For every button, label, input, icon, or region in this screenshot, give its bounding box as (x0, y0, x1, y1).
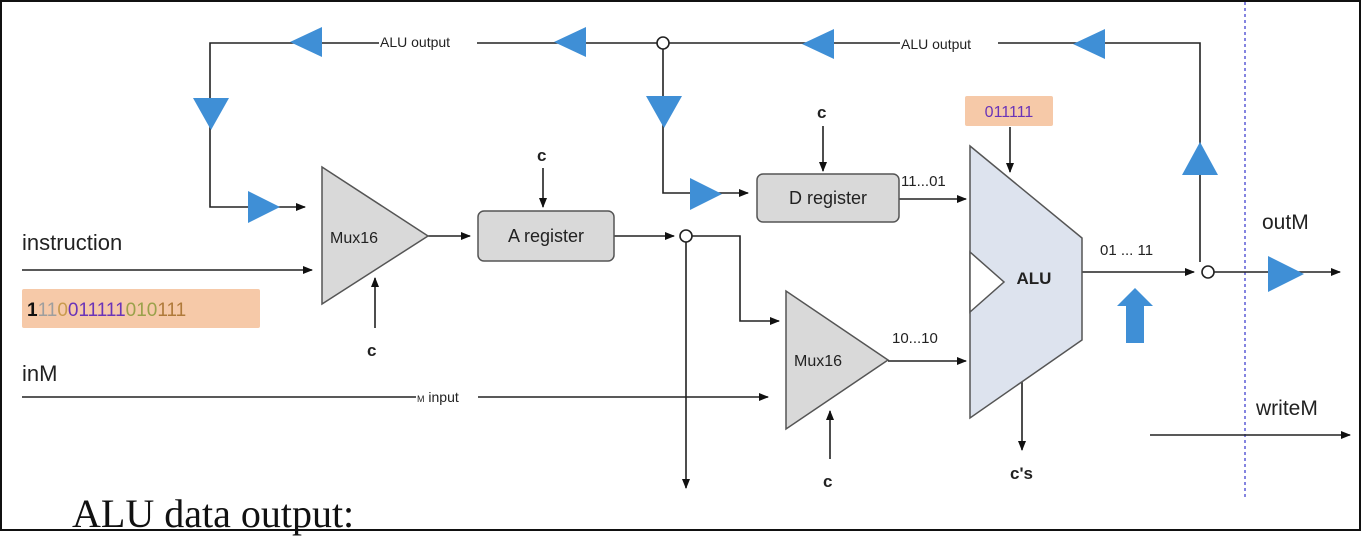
c-mux-left: c (367, 341, 376, 360)
alu-control-bits: 011111 (985, 104, 1034, 121)
mux-left-label: Mux16 (330, 230, 378, 247)
mux-left-shape (321, 165, 430, 306)
instruction-bit-group: 010 (126, 300, 158, 321)
c-mux-right: c (823, 472, 832, 491)
d-register-label: D register (789, 188, 867, 208)
mux-right-shape (785, 289, 890, 431)
internal-wires (428, 195, 1351, 489)
d-register-box (756, 173, 900, 223)
alu-output-label-left: ALU output (380, 34, 450, 50)
c-alu-outputs: c's (1010, 464, 1033, 483)
instruction-bit-group: 1 (27, 300, 38, 321)
m-input-label: M input (417, 389, 459, 405)
signal-flow-arrows (193, 27, 1304, 343)
alu-shape (969, 144, 1083, 420)
alu-notch (969, 250, 1006, 314)
instruction-bit-group: 011111 (68, 300, 126, 321)
alu-control-highlight (965, 96, 1053, 126)
a-register-label: A register (508, 226, 584, 246)
alu-output-label-right: ALU output (901, 36, 971, 52)
instruction-bit-group: 11 (38, 300, 58, 321)
a-register-box (477, 210, 615, 262)
instruction-highlight (22, 289, 260, 328)
d-value-label: 11...01 (901, 173, 946, 190)
control-wires (371, 126, 1026, 459)
outm-label: outM (1262, 211, 1309, 234)
instruction-label: instruction (22, 230, 122, 255)
instruction-bits: 1110011111010111 (27, 300, 186, 321)
input-wires (22, 266, 769, 401)
c-a-register: c (537, 146, 546, 165)
mux-value-label: 10...10 (892, 330, 938, 347)
junction-dots (656, 36, 1215, 279)
writem-label: writeM (1255, 397, 1318, 420)
inm-label: inM (22, 361, 57, 386)
alu-out-value-label: 01 ... 11 (1100, 242, 1153, 259)
c-d-register: c (817, 103, 826, 122)
instruction-bit-group: 111 (157, 300, 186, 321)
alu-label: ALU (1017, 269, 1052, 288)
instruction-bit-group: 0 (57, 300, 68, 321)
footer-title: ALU data output: (72, 491, 355, 536)
mux-right-label: Mux16 (794, 353, 842, 370)
